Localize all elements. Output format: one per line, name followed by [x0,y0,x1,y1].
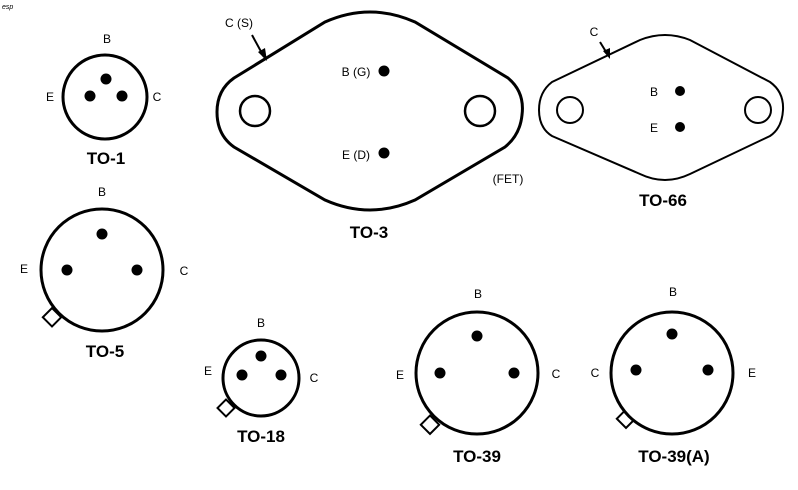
to39-pin-c [508,367,520,379]
to3-label-upper: B (G) [342,65,371,79]
to3-case-label: C (S) [225,16,253,30]
to5-pin-e [61,264,73,276]
to3-pin-emitter [378,147,390,159]
to18-pin-c [275,369,287,381]
to18-case [221,338,301,418]
to1-title: TO-1 [87,149,125,168]
to5-label-right: C [180,264,189,278]
to39a-case [609,310,735,436]
to3-title: TO-3 [350,223,388,242]
to1-label-top: B [103,32,111,46]
to66-pin-emitter [675,122,685,132]
to1-case [61,53,149,141]
package-to39a: B C E TO-39(A) [591,285,756,466]
package-to66: B E C TO-66 [537,25,785,210]
to39a-label-left: C [591,366,600,380]
to3-pin-base [378,65,390,77]
to18-pin-b [255,350,267,362]
to66-case [537,34,785,181]
to18-label-left: E [204,364,212,378]
to18-pin-e [236,369,248,381]
package-to18: B E C TO-18 [204,316,319,446]
to66-arrowhead-icon [603,48,610,59]
to66-title: TO-66 [639,191,687,210]
to39-pin-b [471,330,483,342]
to66-pin-base [675,86,685,96]
to5-label-top: B [98,185,106,199]
to5-pin-c [131,264,143,276]
to3-fet-note: (FET) [493,172,524,186]
to66-mount-hole-right [744,96,772,124]
to3-label-lower: E (D) [342,148,370,162]
package-to5: B E C TO-5 [20,185,189,361]
to1-pin-c [116,90,128,102]
to1-pin-e [84,90,96,102]
to18-title: TO-18 [237,427,285,446]
to3-mount-hole-left [238,94,272,128]
to5-pin-b [96,228,108,240]
to66-label-lower: E [650,121,658,135]
to18-label-right: C [310,371,319,385]
to39a-pin-b [666,328,678,340]
to5-case [39,207,165,333]
package-to39: B E C TO-39 [396,287,561,466]
to39a-title: TO-39(A) [638,447,709,466]
to39-tab [419,414,441,436]
to39-title: TO-39 [453,447,501,466]
to1-label-right: C [153,90,162,104]
to39-case [414,310,540,436]
to1-pin-b [100,73,112,85]
to66-mount-hole-left [556,96,584,124]
package-to3: B (G) E (D) C (S) (FET) TO-3 [215,10,524,242]
to18-tab [216,398,236,418]
to39-label-right: C [552,367,561,381]
to39-pin-e [434,367,446,379]
to5-label-left: E [20,262,28,276]
to66-label-upper: B [650,85,658,99]
to3-arrowhead-icon [258,48,267,61]
to3-mount-hole-right [463,94,497,128]
to39-label-left: E [396,368,404,382]
to18-label-top: B [257,316,265,330]
to39a-pin-e [702,364,714,376]
package-to1: B E C TO-1 [46,32,162,168]
to39a-label-top: B [669,285,677,299]
esp-logo: esp [2,4,13,11]
to1-label-left: E [46,90,54,104]
to5-title: TO-5 [86,342,124,361]
to66-case-label: C [590,25,599,39]
to3-case [215,10,524,212]
to39a-label-right: E [748,366,756,380]
to39-label-top: B [474,287,482,301]
to39a-pin-c [630,364,642,376]
